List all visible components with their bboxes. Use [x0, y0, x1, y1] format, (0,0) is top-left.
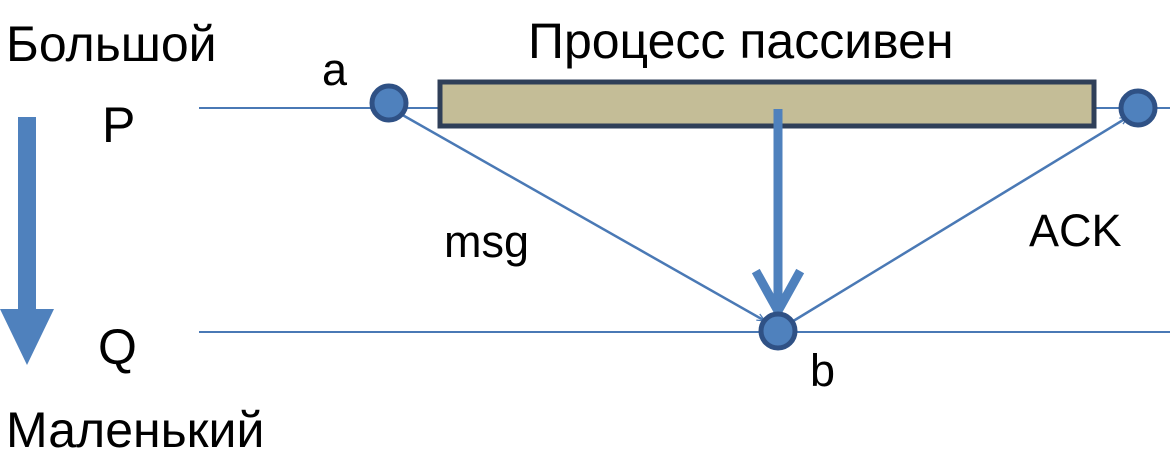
event-b-node [758, 311, 798, 351]
process-p-label: P [102, 97, 135, 153]
size-direction-arrow-head-icon [0, 309, 54, 365]
passive-drop-arrowhead-icon [751, 268, 805, 321]
bottom-size-label: Маленький [6, 402, 264, 457]
passive-process-label: Процесс пассивен [528, 13, 954, 69]
event-a-label: a [322, 44, 348, 95]
ack-receive-node [1118, 88, 1158, 128]
process-q-label: Q [98, 319, 137, 375]
ack-arrow [789, 115, 1128, 325]
ack-label: ACK [1029, 205, 1122, 256]
event-b-label: b [810, 345, 835, 396]
size-direction-arrow-shaft [18, 117, 36, 320]
message-label: msg [444, 216, 529, 267]
msg-arrow [398, 111, 765, 323]
event-a-node [369, 83, 409, 123]
top-size-label: Большой [6, 16, 217, 72]
passive-process-bar [437, 79, 1097, 129]
